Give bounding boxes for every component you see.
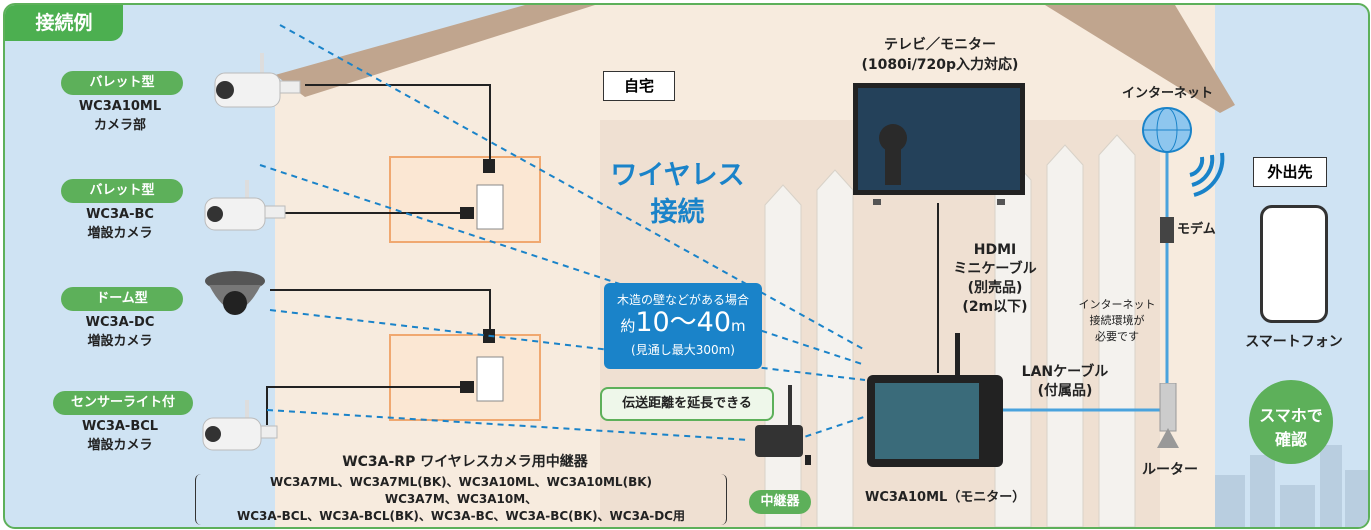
compatibility-list: WC3A7ML、WC3A7ML(BK)、WC3A10ML、WC3A10ML(BK… (195, 474, 727, 525)
modem-icon (1160, 217, 1174, 243)
example-tag: 接続例 (5, 5, 123, 41)
camera-type-badge: センサーライト付 (53, 391, 193, 415)
range-max: (見通し最大300m) (631, 343, 735, 357)
camera-model: WC3A10ML (78, 99, 162, 114)
modem-label: モデム (1177, 222, 1216, 237)
camera-label: WC3A-BC 増設カメラ (45, 205, 195, 243)
camera-model: WC3A-DC (85, 315, 155, 330)
range-condition: 木造の壁などがある場合 (616, 293, 749, 307)
camera-type-badge: バレット型 (61, 71, 183, 95)
camera-desc: カメラ部 (93, 118, 146, 133)
wireless-connection-title: ワイヤレス 接続 (605, 157, 750, 231)
camera-model: WC3A-BCL (81, 419, 159, 434)
repeater-model: WC3A-RP (342, 454, 416, 470)
smartphone-label: スマートフォン (1245, 334, 1343, 350)
hdmi-line: (別売品) (967, 280, 1023, 296)
camera-label: WC3A-DC 増設カメラ (45, 313, 195, 351)
range-value: 10〜40 (635, 307, 732, 338)
camera-model: WC3A-BC (86, 207, 154, 222)
tv-line: (1080i/720p入力対応) (861, 57, 1019, 73)
repeater-badge: 中継器 (749, 490, 811, 514)
camera-label: WC3A10ML カメラ部 (45, 97, 195, 135)
wireless-line: 接続 (650, 197, 705, 228)
camera-dome-icon (203, 267, 273, 332)
extend-text: 伝送距離を延長できる (622, 396, 752, 411)
monitor-icon (867, 333, 1003, 468)
note-line: 接続環境が (1089, 314, 1145, 327)
camera-sensor-light-icon (195, 400, 280, 455)
tv-label: テレビ／モニター (1080i/720p入力対応) (825, 35, 1055, 75)
lan-line: LANケーブル (1021, 364, 1109, 380)
hdmi-line: HDMI (973, 242, 1017, 258)
tv-line: テレビ／モニター (884, 37, 996, 53)
hdmi-line: (2m以下) (962, 299, 1028, 315)
check-badge: スマホで 確認 (1249, 380, 1333, 464)
camera-bullet-icon (205, 53, 305, 113)
camera-bullet-icon (195, 180, 290, 235)
range-unit: m (731, 317, 746, 335)
repeater-desc: ワイヤレスカメラ用中継器 (415, 454, 588, 470)
diagram-frame: 接続例 バレット型 WC3A10ML カメラ部 バレット型 WC3A-BC 増設カメ… (3, 3, 1370, 529)
hdmi-line: ミニケーブル (953, 261, 1037, 277)
smartphone-icon (1260, 205, 1328, 323)
compat-line: WC3A7M、WC3A10M、 (384, 492, 538, 506)
monitor-label: WC3A10ML（モニター） (865, 490, 1026, 505)
internet-globe-icon (1140, 105, 1195, 155)
wireless-line: ワイヤレス (610, 160, 745, 191)
lan-label: LANケーブル (付属品) (1005, 363, 1125, 401)
compat-line: WC3A7ML、WC3A7ML(BK)、WC3A10ML、WC3A10ML(BK… (270, 475, 652, 489)
repeater-title: WC3A-RP ワイヤレスカメラ用中継器 (275, 453, 655, 471)
router-label: ルーター (1142, 462, 1198, 478)
repeater-icon (750, 385, 815, 470)
range-prefix: 約 (620, 317, 636, 335)
router-icon (1157, 382, 1179, 448)
hdmi-label: HDMI ミニケーブル (別売品) (2m以下) (940, 241, 1050, 317)
range-callout: 木造の壁などがある場合 約10〜40m (見通し最大300m) (604, 283, 762, 369)
home-label: 自宅 (603, 71, 675, 101)
camera-desc: 増設カメラ (87, 438, 153, 453)
compat-line: WC3A-BCL、WC3A-BCL(BK)、WC3A-BC、WC3A-BC(BK… (236, 509, 685, 523)
internet-label: インターネット (1121, 86, 1213, 101)
tv-icon (853, 83, 1025, 205)
away-label: 外出先 (1253, 157, 1327, 187)
note-line: インターネット (1078, 298, 1156, 311)
lan-line: (付属品) (1037, 383, 1093, 399)
camera-desc: 増設カメラ (87, 334, 153, 349)
extend-callout: 伝送距離を延長できる (600, 387, 774, 421)
internet-required-note: インターネット 接続環境が 必要です (1062, 297, 1172, 345)
check-line: スマホで (1259, 406, 1323, 425)
range-value-row: 約10〜40m (604, 308, 762, 341)
camera-label: WC3A-BCL 増設カメラ (45, 417, 195, 455)
check-line: 確認 (1274, 430, 1307, 449)
camera-type-badge: ドーム型 (61, 287, 183, 311)
camera-desc: 増設カメラ (87, 226, 153, 241)
camera-type-badge: バレット型 (61, 179, 183, 203)
note-line: 必要です (1095, 330, 1139, 343)
